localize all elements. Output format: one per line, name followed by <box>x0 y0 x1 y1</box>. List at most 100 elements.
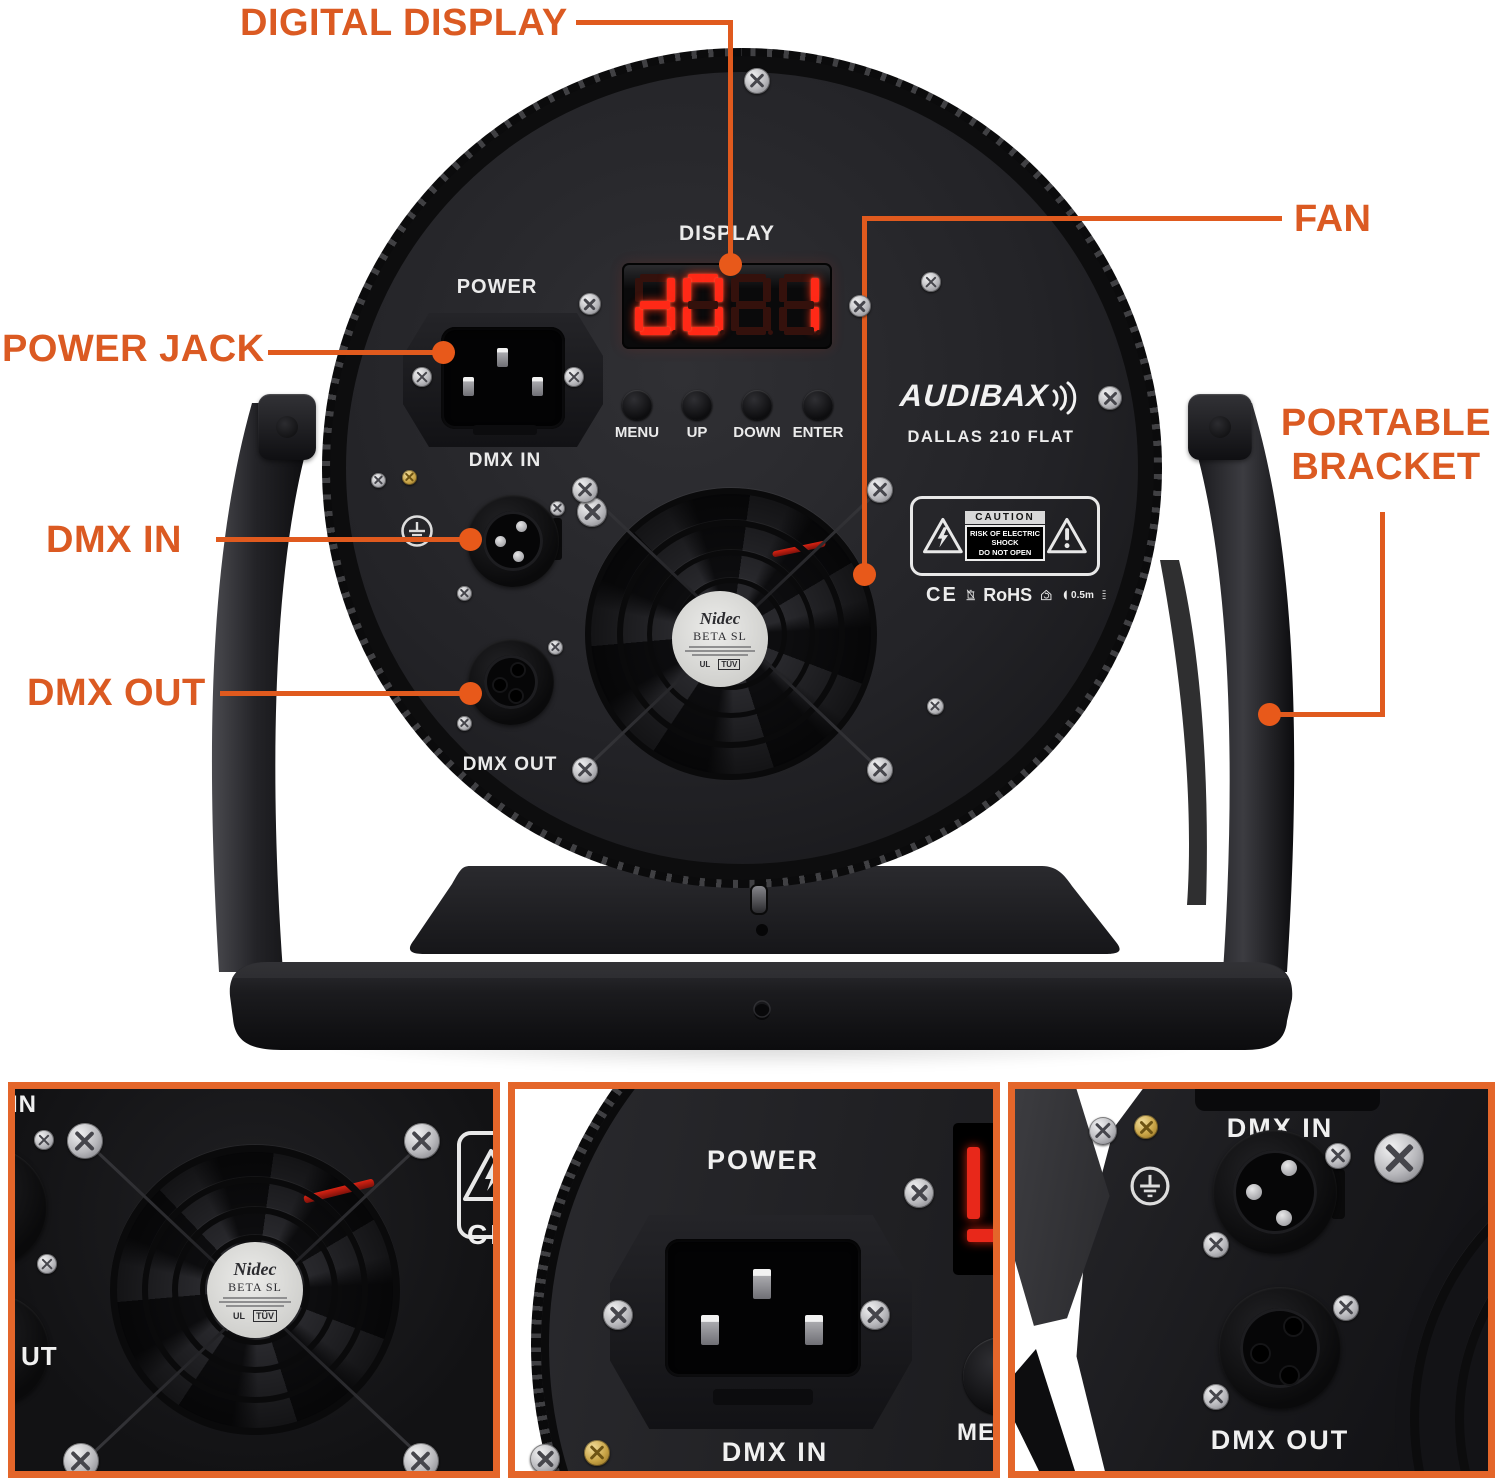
up-button[interactable] <box>682 390 712 420</box>
phillips-screw <box>1325 1143 1351 1169</box>
callout-dot <box>432 341 455 364</box>
clipped-dmx-out-text: UT <box>21 1341 58 1371</box>
phillips-screw <box>547 639 563 655</box>
display-segment <box>736 327 766 335</box>
fan-text-line <box>685 649 755 652</box>
bracket-arm-detail <box>1015 1349 1075 1471</box>
fan-grille-ring <box>110 1145 400 1435</box>
speaker-distance-icon <box>1063 590 1067 600</box>
electric-warning-icon <box>923 517 963 554</box>
up-button-label: UP <box>686 424 708 441</box>
fan-text-line <box>219 1300 291 1303</box>
phillips-screw <box>603 1300 633 1330</box>
display-segment <box>640 274 670 282</box>
ce-mark: CE <box>926 583 958 606</box>
phillips-screw <box>404 1123 440 1159</box>
display-segment <box>635 278 643 302</box>
callout-line <box>728 20 733 260</box>
clipped-menu-label: MEN <box>957 1419 993 1446</box>
fan-brand: Nidec <box>233 1258 277 1279</box>
fan-grille-ring <box>647 550 815 718</box>
power-pin-right <box>532 377 543 396</box>
display-segment <box>731 307 739 331</box>
display-segment <box>635 307 643 331</box>
callout-portable-bracket: PORTABLE BRACKET <box>1262 402 1500 489</box>
display-digit <box>683 274 725 336</box>
menu-button-label: MENU <box>614 424 660 441</box>
phillips-screw <box>549 500 565 516</box>
rim-slot-hole <box>750 884 768 915</box>
seven-segment-readout <box>635 274 821 338</box>
dmx-out-label-detail: DMX OUT <box>1210 1425 1350 1455</box>
callout-line <box>1276 712 1385 717</box>
bracket-knob-left <box>258 394 316 460</box>
display-segment <box>779 307 787 331</box>
dmx-in-pin <box>1281 1160 1297 1176</box>
dmx-in-label-detail: DMX IN <box>721 1437 829 1467</box>
phillips-screw <box>1098 386 1122 410</box>
phillips-screw <box>370 472 386 488</box>
display-dp <box>816 330 821 335</box>
callout-power-jack: POWER JACK <box>2 328 265 370</box>
dmx-in-pin <box>1246 1184 1262 1200</box>
display-segment <box>736 274 766 282</box>
callout-line <box>220 691 462 696</box>
callout-line <box>216 537 462 542</box>
fan-series: BETA SL <box>693 628 747 643</box>
display-segment <box>763 278 771 302</box>
power-pin-left <box>701 1315 719 1345</box>
callout-portable-line2: BRACKET <box>1291 445 1481 488</box>
fan-brand: Nidec <box>699 608 741 628</box>
display-segment <box>784 274 814 282</box>
callout-dot <box>853 563 876 586</box>
phillips-screw <box>34 1130 54 1150</box>
callout-dot <box>1258 703 1281 726</box>
menu-button[interactable] <box>622 390 652 420</box>
display-segment <box>784 301 814 309</box>
callout-dmx-in: DMX IN <box>46 519 182 561</box>
gold-screw <box>584 1440 610 1466</box>
down-button[interactable] <box>742 390 772 420</box>
display-digit <box>779 274 821 336</box>
rohs-mark: RoHS <box>983 584 1033 605</box>
phillips-screw <box>1203 1232 1229 1258</box>
detail-panel-dmx: DMX IN DMX OUT <box>1008 1082 1495 1478</box>
fan-grille-ring <box>617 520 845 748</box>
power-pin-ground <box>497 348 508 367</box>
phillips-screw <box>579 293 601 315</box>
fan-grille-ring <box>585 488 877 780</box>
phillips-screw <box>860 1300 890 1330</box>
display-segment <box>683 278 691 302</box>
phillips-screw <box>412 367 432 387</box>
fan-text-line <box>226 1304 284 1307</box>
phillips-screw <box>1374 1133 1424 1183</box>
display-segment <box>683 307 691 331</box>
phillips-screw <box>564 367 584 387</box>
detail-panel-power: POWER MEN DMX IN <box>508 1082 1000 1478</box>
display-dp <box>720 330 725 335</box>
display-segment <box>667 278 675 302</box>
fan-tuv-mark: TÜV <box>253 1309 277 1322</box>
phillips-screw <box>926 697 944 715</box>
clipped-ce-text: CE <box>467 1219 493 1250</box>
phillips-screw <box>849 295 871 317</box>
caution-title: CAUTION <box>964 510 1046 524</box>
dmx-in-pin <box>1276 1210 1292 1226</box>
clipped-xlr <box>15 1147 47 1267</box>
dmx-in-pin <box>513 551 524 562</box>
fuse-slot-detail <box>713 1389 813 1405</box>
enter-button[interactable] <box>803 390 833 420</box>
callout-dmx-out: DMX OUT <box>27 672 206 714</box>
display-digit <box>635 274 677 336</box>
fan-tuv-mark: TÜV <box>718 658 741 670</box>
callout-line <box>862 216 1282 221</box>
caution-label: CAUTION RISK OF ELECTRIC SHOCK DO NOT OP… <box>910 496 1100 576</box>
display-segment <box>640 327 670 335</box>
fan-hub-label: Nidec BETA SL UL TÜV <box>207 1242 303 1338</box>
dmx-out-face-detail <box>1240 1308 1320 1388</box>
caution-line1: RISK OF ELECTRIC SHOCK <box>969 528 1040 548</box>
bracket-knob-right <box>1188 394 1252 460</box>
phillips-screw <box>867 477 893 503</box>
dmx-out-label: DMX OUT <box>462 754 558 775</box>
